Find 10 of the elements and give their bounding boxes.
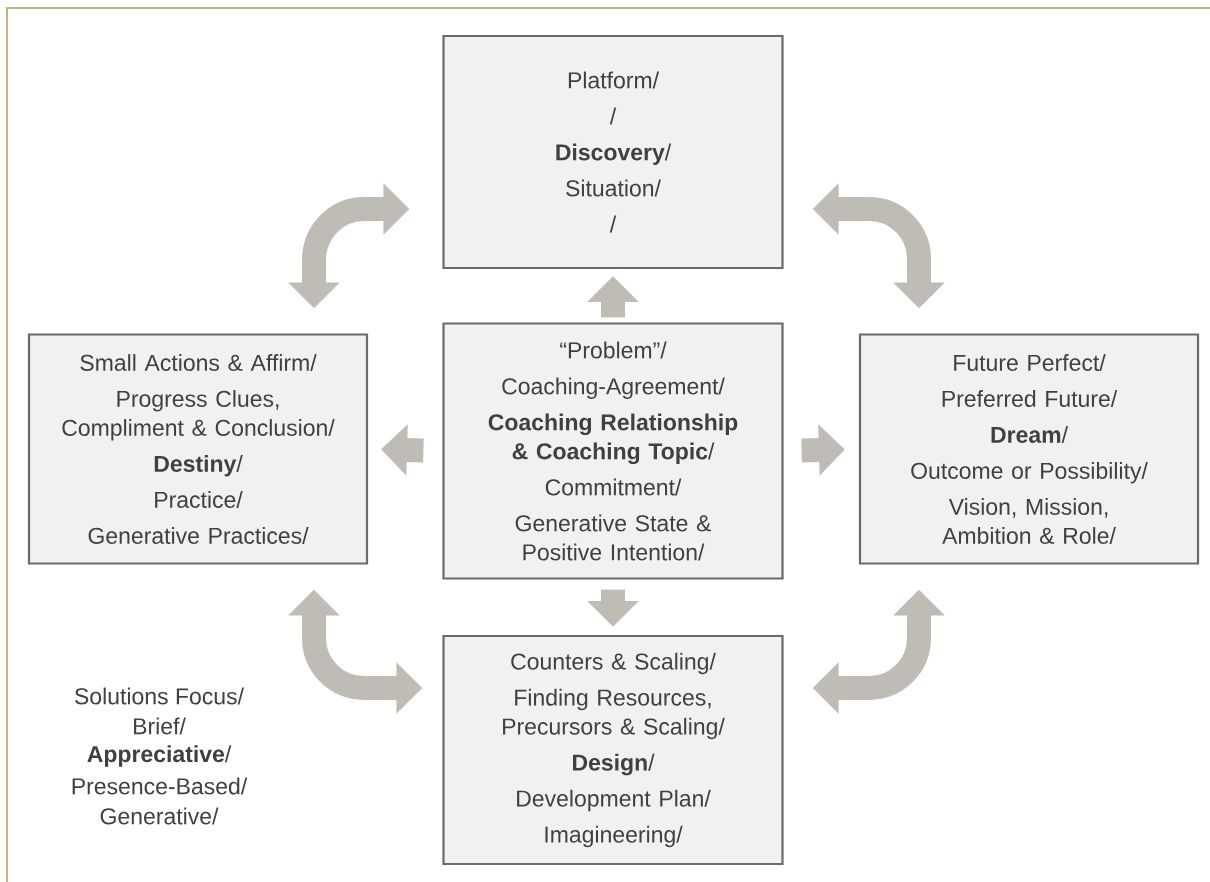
note-text: Brief/ [134, 717, 186, 735]
process-box: Counters & Scaling/ Finding Resources, Precursors & Scaling/ Design/ Development Plan/ Imagineering/ [442, 634, 784, 866]
process-box: Platform/ / Discovery/ Situation/ / [442, 34, 784, 270]
note-text: Solutions Focus/ [75, 687, 244, 705]
process-box: Future Perfect/ Preferred Future/ Dream/ Outcome or Possibility/ Vision, Mission, Ambition & Role/ [858, 333, 1200, 565]
note-text: Presence-Based/ [72, 777, 248, 795]
process-box: “Problem”/ Coaching-Agreement/ Coaching Relationship & Coaching Topic/ Commitment/ Generative State & Positive Intention/ [442, 322, 784, 580]
process-box: Small Actions & Affirm/ Progress Clues, Compliment & Conclusion/ Destiny/ Practice/ Generative Practices/ [27, 333, 369, 565]
note-text: Appreciative/ [87, 745, 232, 767]
note-text: Generative/ [100, 807, 219, 825]
